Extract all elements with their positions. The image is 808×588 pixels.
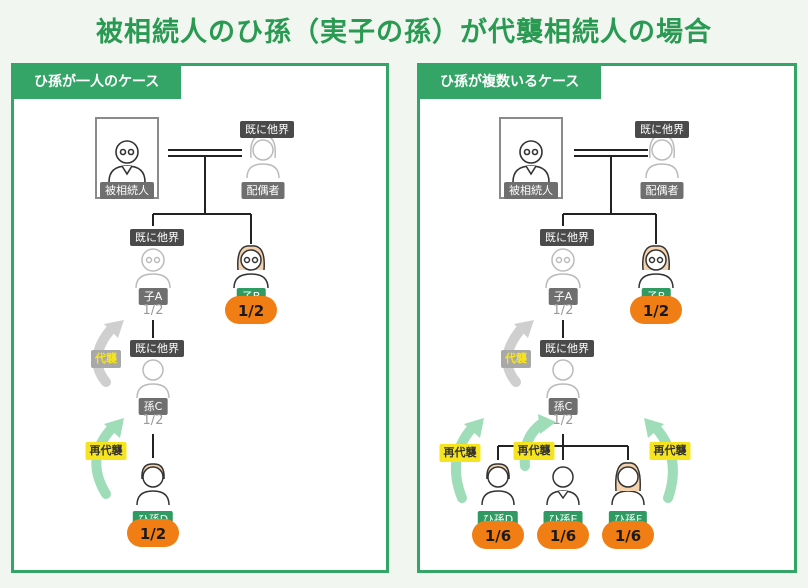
saidaishu-arrow-1	[451, 423, 477, 503]
family-tree-multiple	[451, 117, 679, 506]
tag-daishu: 代襲	[91, 350, 121, 368]
childA-status: 既に他界	[540, 229, 594, 246]
childA-label: 子A	[548, 288, 578, 305]
spouse-icon	[645, 135, 679, 179]
childA-icon	[545, 248, 581, 289]
ggD-share: 1/6	[472, 521, 524, 549]
saidaishu-arrow	[91, 423, 117, 499]
gcC-status: 既に他界	[130, 340, 184, 357]
tag-saidaishu-3: 再代襲	[649, 442, 691, 460]
ggD-icon	[136, 463, 170, 506]
gcC-share: 1/2	[142, 413, 164, 428]
ggF-icon	[611, 462, 645, 506]
decedent-label: 被相続人	[504, 182, 558, 199]
ggF-share: 1/6	[602, 521, 654, 549]
childA-status: 既に他界	[130, 229, 184, 246]
childA-label: 子A	[138, 288, 168, 305]
panel-tab-single: ひ孫が一人のケース	[14, 66, 182, 99]
ggD-icon	[481, 463, 515, 506]
ggE-share: 1/6	[537, 521, 589, 549]
childA-share: 1/2	[552, 303, 574, 318]
panel-multiple: ひ孫が複数いるケース 既に他界 被相続人 配偶者 既に他界 子A 1/2 子B …	[417, 63, 797, 573]
childA-share: 1/2	[142, 303, 164, 318]
childA-icon	[135, 248, 171, 289]
family-tree-single	[91, 117, 280, 506]
spouse-label: 配偶者	[241, 182, 285, 199]
gcC-share: 1/2	[552, 413, 574, 428]
spouse-label: 配偶者	[640, 182, 684, 199]
panel-single: ひ孫が一人のケース 既に他界 被相続人 配偶者 既に他界 子A 1/2 子B 1…	[11, 63, 389, 573]
spouse-status: 既に他界	[240, 121, 294, 138]
tag-daishu: 代襲	[501, 350, 531, 368]
childB-icon	[638, 245, 674, 289]
childB-share: 1/2	[225, 296, 277, 324]
panel-tab-multiple: ひ孫が複数いるケース	[420, 66, 602, 99]
gcC-status: 既に他界	[540, 340, 594, 357]
page-title: 被相続人のひ孫（実子の孫）が代襲相続人の場合	[96, 17, 712, 48]
tag-saidaishu-1: 再代襲	[439, 444, 481, 462]
childB-icon	[233, 245, 269, 289]
spouse-icon	[246, 135, 280, 179]
tag-saidaishu: 再代襲	[85, 442, 127, 460]
decedent-icon	[512, 140, 550, 183]
grandchildC-icon	[136, 359, 170, 399]
spouse-status: 既に他界	[635, 121, 689, 138]
gcC-label: 孫C	[548, 398, 578, 415]
decedent-icon	[108, 140, 146, 183]
childB-share: 1/2	[630, 296, 682, 324]
ggE-icon	[546, 466, 580, 506]
saidaishu-arrow-3	[651, 423, 678, 503]
gcC-label: 孫C	[138, 398, 168, 415]
tag-saidaishu-2: 再代襲	[513, 442, 555, 460]
decedent-label: 被相続人	[100, 182, 154, 199]
grandchildC-icon	[546, 359, 580, 399]
ggD-share: 1/2	[127, 519, 179, 547]
